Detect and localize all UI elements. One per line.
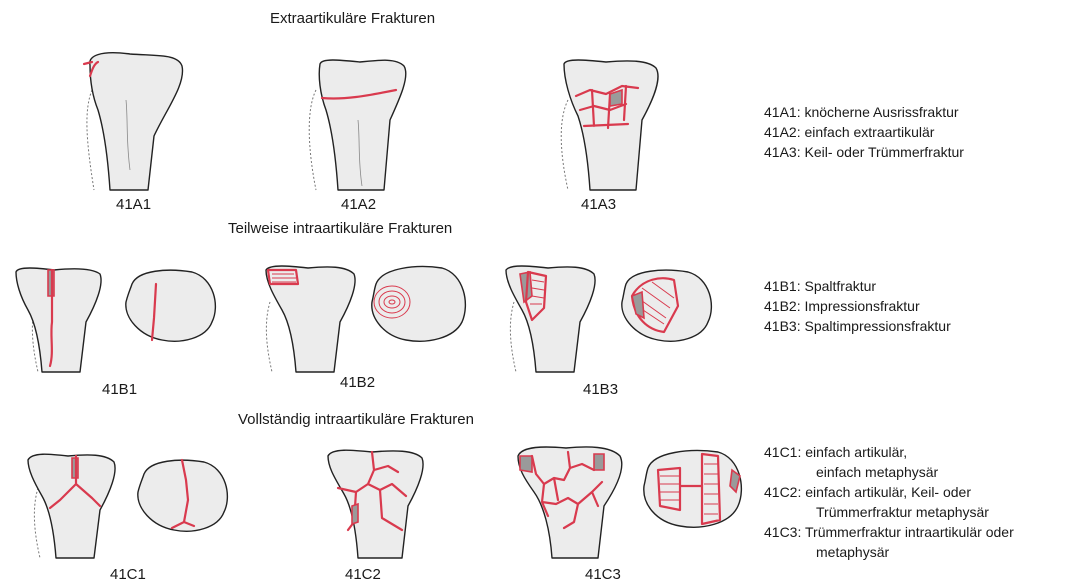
figure-label-41b1: 41B1 (102, 381, 137, 398)
fracture-drawing-41b2-plateau (368, 264, 472, 344)
fracture-drawing-41c1-plateau (134, 456, 234, 536)
figure-label-41c2: 41C2 (345, 566, 381, 583)
figure-label-41a2: 41A2 (341, 196, 376, 213)
legend-group-b: 41B1: Spaltfraktur 41B2: Impressionsfrak… (764, 276, 951, 336)
fracture-drawing-41c3-bone (508, 440, 638, 558)
legend-item-41a2: 41A2: einfach extraartikulär (764, 122, 964, 142)
fracture-drawing-41b2-bone (262, 262, 372, 372)
fracture-drawing-41b3-plateau (618, 266, 718, 346)
fracture-drawing-41b3-bone (500, 262, 610, 372)
fracture-drawing-41c3-plateau (640, 446, 748, 532)
legend-item-41c3-cont: metaphysär (764, 542, 1014, 562)
legend-item-41b2: 41B2: Impressionsfraktur (764, 296, 951, 316)
fracture-drawing-41a2 (300, 50, 430, 190)
fracture-drawing-41c2-bone (318, 444, 438, 558)
legend-item-41c1-cont: einfach metaphysär (764, 462, 1014, 482)
legend-item-41c3: 41C3: Trümmerfraktur intraartikulär oder (764, 522, 1014, 542)
legend-group-c: 41C1: einfach artikulär, einfach metaphy… (764, 442, 1014, 562)
fracture-drawing-41b1-bone (8, 262, 118, 372)
figure-label-41c3: 41C3 (585, 566, 621, 583)
legend-item-41a1: 41A1: knöcherne Ausrissfraktur (764, 102, 964, 122)
figure-label-41b3: 41B3 (583, 381, 618, 398)
fracture-drawing-41c1-bone (20, 448, 130, 558)
fracture-drawing-41a1 (70, 40, 200, 190)
figure-label-41a3: 41A3 (581, 196, 616, 213)
legend-item-41c1: 41C1: einfach artikulär, (764, 442, 1014, 462)
figure-label-41c1: 41C1 (110, 566, 146, 583)
legend-item-41a3: 41A3: Keil- oder Trümmerfraktur (764, 142, 964, 162)
legend-item-41b1: 41B1: Spaltfraktur (764, 276, 951, 296)
fracture-drawing-41a3 (550, 50, 680, 190)
legend-item-41c2: 41C2: einfach artikulär, Keil- oder (764, 482, 1014, 502)
section-heading-extraarticular: Extraartikuläre Frakturen (270, 10, 435, 27)
fracture-drawing-41b1-plateau (122, 266, 222, 346)
legend-group-a: 41A1: knöcherne Ausrissfraktur 41A2: ein… (764, 102, 964, 162)
section-heading-complete-intraarticular: Vollständig intraartikuläre Frakturen (238, 411, 474, 428)
legend-item-41b3: 41B3: Spaltimpressionsfraktur (764, 316, 951, 336)
section-heading-partial-intraarticular: Teilweise intraartikuläre Frakturen (228, 220, 452, 237)
figure-label-41a1: 41A1 (116, 196, 151, 213)
figure-label-41b2: 41B2 (340, 374, 375, 391)
legend-item-41c2-cont: Trümmerfraktur metaphysär (764, 502, 1014, 522)
